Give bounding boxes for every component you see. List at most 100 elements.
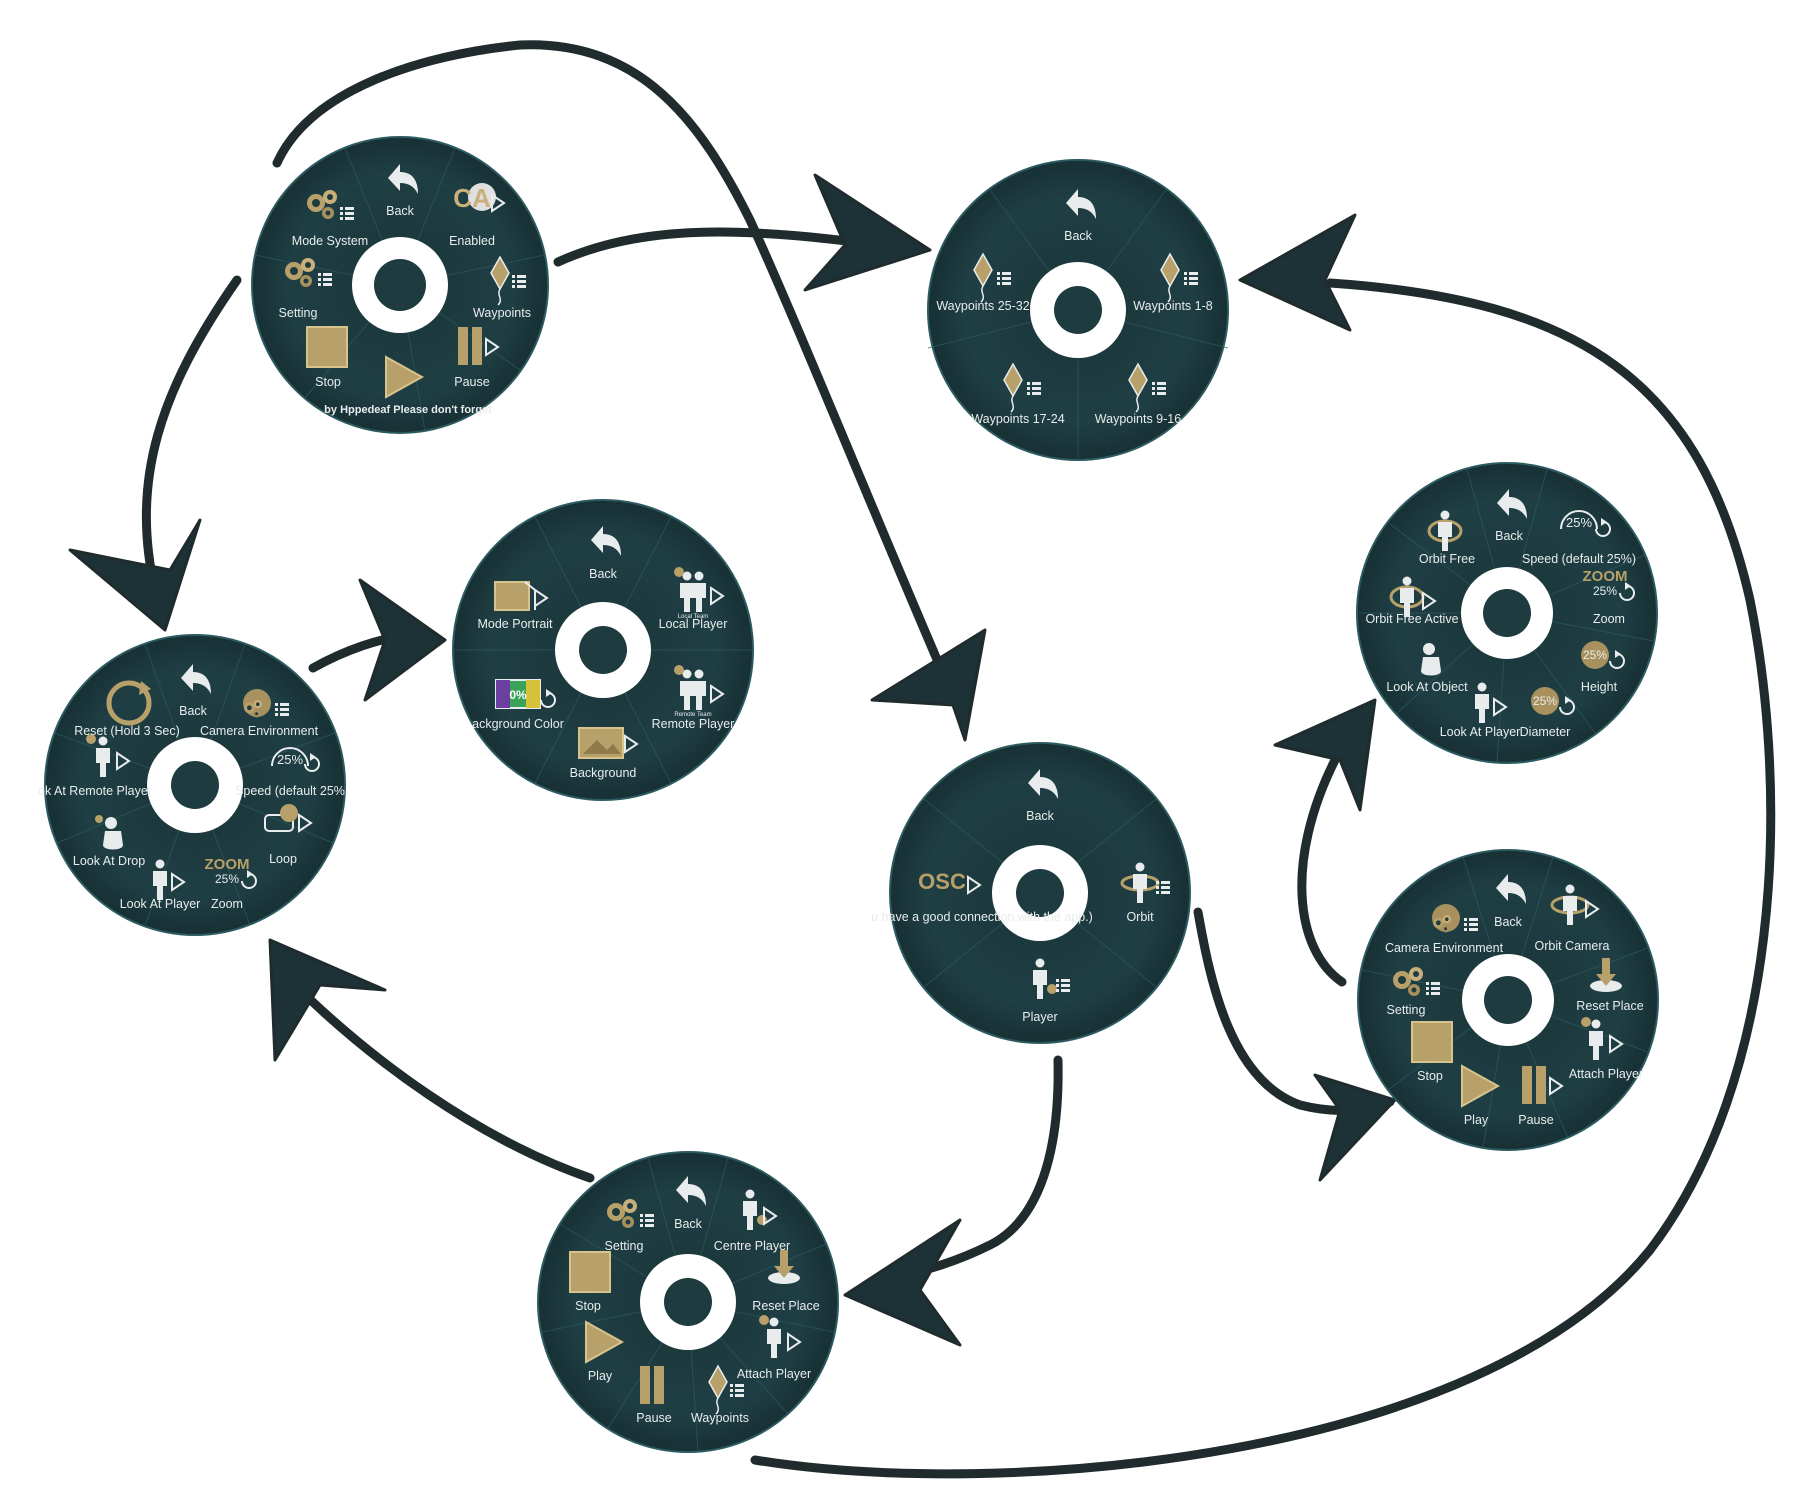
wheel-main-label-enabled: Enabled <box>449 234 495 248</box>
wheel-orbit-settings-label-zoom: Zoom <box>1593 612 1625 626</box>
stop-icon[interactable] <box>569 1251 611 1293</box>
wheel-player-label-stop: Stop <box>575 1299 601 1313</box>
diameter-icon[interactable]: 25% <box>1531 687 1575 715</box>
orbit-speed-pct-text: 25% <box>1566 515 1592 530</box>
orbit-free-active-icon[interactable] <box>1389 576 1436 618</box>
camera-environment-icon[interactable] <box>243 689 289 718</box>
osc-icon-text: OSC <box>918 869 966 894</box>
wheel-orbit-label-setting: Setting <box>1387 1003 1426 1017</box>
arrow-orbit-to-orbit-settings <box>1297 755 1347 987</box>
wheel-player-label-reset-place: Reset Place <box>752 1299 819 1313</box>
wheel-orbit-label-pause: Pause <box>1518 1113 1553 1127</box>
wheel-player-mode-label-player: Player <box>1022 1010 1057 1024</box>
reset-place-icon[interactable] <box>768 1250 800 1284</box>
wheel-player-label-attach-player: Attach Player <box>737 1367 811 1381</box>
stop-icon[interactable] <box>1411 1021 1453 1063</box>
wheel-player-label-centre-player: Centre Player <box>714 1239 790 1253</box>
mode-portrait-icon[interactable] <box>494 581 548 611</box>
reset-icon[interactable] <box>106 680 152 726</box>
centre-player-icon[interactable] <box>743 1189 777 1231</box>
wheel-player-mode-label-back: Back <box>1026 809 1055 823</box>
wheel-waypoints-label-1-8: Waypoints 1-8 <box>1133 299 1212 313</box>
wheel-camera-label-look-at-remote: ok At Remote Player <box>38 784 152 798</box>
background-color-icon[interactable]: 0% <box>495 679 556 709</box>
wheel-camera-label-look-at-player: Look At Player <box>120 897 201 911</box>
arrow-player-mode-to-player <box>865 1055 1063 1290</box>
arrow-player-to-waypoints <box>750 278 1776 1479</box>
wheel-main-label-mode-system: Mode System <box>292 234 368 248</box>
arrowhead-orbit-settings <box>1273 698 1377 812</box>
zoom-icon[interactable]: ZOOM 25% <box>205 856 257 889</box>
enabled-icon-text: CA <box>453 183 491 213</box>
play-icon[interactable] <box>1461 1064 1501 1108</box>
connector-arrows <box>68 40 1776 1479</box>
arrow-player-to-camera <box>285 975 595 1183</box>
enabled-icon[interactable]: CA <box>453 183 505 213</box>
attach-player-icon[interactable] <box>1581 1017 1623 1060</box>
look-at-object-vase-icon[interactable] <box>1421 643 1441 676</box>
bg-color-pct-text: 0% <box>509 688 527 702</box>
orbit-height-pct-text: 25% <box>1583 648 1607 662</box>
wheel-player-label-setting: Setting <box>605 1239 644 1253</box>
pause-icon[interactable] <box>1522 1066 1563 1104</box>
wheel-camera-label-zoom: Zoom <box>211 897 243 911</box>
wheel-orbit-label-stop: Stop <box>1417 1069 1443 1083</box>
wheel-orbit-label-attach-player: Attach Player <box>1569 1067 1643 1081</box>
pause-icon[interactable] <box>458 327 499 365</box>
speed-gauge-icon[interactable]: 25% <box>271 747 320 772</box>
remote-tag-text: Remote Team <box>674 712 711 718</box>
arrowhead-player <box>843 1218 962 1347</box>
arrowhead-waypoints-right <box>1238 213 1357 332</box>
wheel-camera-label-loop: Loop <box>269 852 297 866</box>
wheel-orbit-label-reset-place: Reset Place <box>1576 999 1643 1013</box>
orbit-zoom-pct-text: 25% <box>1593 584 1617 598</box>
pause-icon[interactable] <box>640 1366 664 1404</box>
wheel-camera-label-speed: Speed (default 25% <box>235 784 345 798</box>
wheel-orbit-settings: Back 25% Speed (default 25%) ZOOM 25% Zo… <box>1356 462 1658 764</box>
wheel-waypoints-label-back: Back <box>1064 229 1093 243</box>
wheel-main-label-waypoints: Waypoints <box>473 306 531 320</box>
wheel-orbit-settings-label-back: Back <box>1495 529 1524 543</box>
wheel-main-label-pause: Pause <box>454 375 489 389</box>
orbit-icon[interactable] <box>1120 862 1170 904</box>
wheel-orbit-settings-label-diameter: Diameter <box>1520 725 1571 739</box>
wheel-orbit-label-orbit-camera: Orbit Camera <box>1534 939 1609 953</box>
look-at-drop-vase-icon[interactable] <box>95 815 123 850</box>
remote-player-icon[interactable]: Remote Team <box>674 665 724 718</box>
wheel-orbit-settings-label-orbit-free-active: Orbit Free Active <box>1365 612 1458 626</box>
stop-icon[interactable] <box>306 326 348 368</box>
wheel-main-label-setting: Setting <box>279 306 318 320</box>
wheel-camera-label-reset: Reset (Hold 3 Sec) <box>74 724 180 738</box>
wheel-orbit-settings-label-speed: Speed (default 25%) <box>1522 552 1636 566</box>
camera-environment-icon[interactable] <box>1432 904 1478 933</box>
wheel-portrait-label-mode-portrait: Mode Portrait <box>477 617 553 631</box>
local-player-icon[interactable]: Local Team <box>674 567 724 620</box>
wheel-orbit-settings-label-orbit-free: Orbit Free <box>1419 552 1475 566</box>
wheel-portrait-label-background: Background <box>570 766 637 780</box>
arrowhead-player-mode <box>870 628 987 742</box>
reset-place-icon[interactable] <box>1590 958 1622 992</box>
arrowhead-portrait <box>358 578 447 702</box>
osc-icon[interactable]: OSC <box>918 869 981 894</box>
wheel-orbit-settings-label-look-at-object: Look At Object <box>1386 680 1468 694</box>
wheel-main-label-stop: Stop <box>315 375 341 389</box>
orbit-zoom-word-text: ZOOM <box>1583 568 1628 585</box>
orbit-camera-icon[interactable] <box>1550 884 1599 926</box>
height-icon[interactable]: 25% <box>1581 641 1625 669</box>
play-icon[interactable] <box>585 1320 625 1364</box>
speed-pct-text: 25% <box>277 752 303 767</box>
play-icon[interactable] <box>385 355 425 399</box>
speed-gauge-icon[interactable]: 25% <box>1560 510 1611 537</box>
attach-player-icon[interactable] <box>759 1315 801 1358</box>
zoom-icon[interactable]: ZOOM 25% <box>1583 568 1635 601</box>
look-at-remote-player-icon[interactable] <box>86 734 130 777</box>
arrow-main-to-camera <box>141 275 242 595</box>
wheel-player: Back Centre Player Reset Place Attach Pl… <box>537 1151 839 1453</box>
orbit-free-icon[interactable] <box>1427 510 1463 552</box>
background-image-icon[interactable] <box>578 727 638 759</box>
wheel-portrait-label-back: Back <box>589 567 618 581</box>
loop-icon[interactable] <box>264 804 312 832</box>
player-running-icon[interactable] <box>1033 958 1070 1000</box>
arrowhead-waypoints <box>803 173 932 292</box>
wheel-player-mode-label-osc: u have a good connection with the app.) <box>871 910 1093 924</box>
